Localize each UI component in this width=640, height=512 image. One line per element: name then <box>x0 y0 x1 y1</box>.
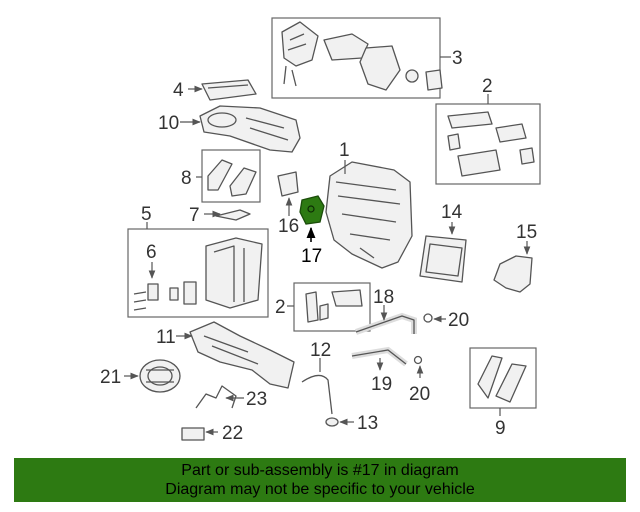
part-1-hvac-case <box>325 161 413 269</box>
callout-16: 16 <box>278 216 299 237</box>
part-14-heater-core <box>419 235 467 283</box>
callout-11: 11 <box>156 327 176 348</box>
callout-18: 18 <box>373 287 394 308</box>
callout-12: 12 <box>310 340 331 361</box>
part-21-blower-motor <box>139 359 181 393</box>
callout-8: 8 <box>181 168 192 189</box>
part-13-grommet <box>325 417 339 427</box>
part-2-seals-mid <box>305 289 363 323</box>
part-10-upper-case <box>199 105 301 153</box>
callout-20-upper: 20 <box>448 310 469 331</box>
part-12-tube <box>301 374 333 415</box>
callout-20-lower: 20 <box>409 384 430 405</box>
part-18-hose <box>355 312 417 335</box>
callout-23: 23 <box>246 389 267 410</box>
banner-line-2: Diagram may not be specific to your vehi… <box>165 481 475 498</box>
part-23-harness <box>195 385 237 409</box>
callout-15: 15 <box>516 222 537 243</box>
group-box-2-mid <box>293 282 371 332</box>
part-16 <box>277 171 299 197</box>
part-7 <box>215 209 251 221</box>
part-17-highlighted <box>299 195 325 225</box>
callout-19: 19 <box>371 374 392 395</box>
part-5-evaporator <box>205 237 263 309</box>
callout-5: 5 <box>141 204 152 225</box>
group-box-8 <box>201 149 261 203</box>
parts-diagram: 3 2 4 10 1 8 7 16 17 5 6 14 15 2 18 20 1… <box>100 17 541 444</box>
callout-2-top: 2 <box>482 76 493 97</box>
group-box-9 <box>469 347 537 409</box>
part-20-clip-b <box>413 355 423 365</box>
leader-lines <box>124 56 531 436</box>
callout-22: 22 <box>222 423 243 444</box>
info-banner: Part or sub-assembly is #17 in diagram D… <box>14 458 626 502</box>
part-9-seals <box>477 355 527 403</box>
callout-7: 7 <box>189 205 200 226</box>
part-3-ducts <box>281 21 443 91</box>
part-18-hose-outline <box>355 315 415 334</box>
callout-2-mid: 2 <box>275 297 286 318</box>
callout-4: 4 <box>173 80 184 101</box>
group-box-5 <box>127 228 269 318</box>
part-4-filter <box>201 79 257 101</box>
callout-17-highlighted: 17 <box>301 246 322 267</box>
callout-10: 10 <box>158 113 179 134</box>
part-6-valve-set <box>133 281 197 311</box>
callout-21: 21 <box>100 367 121 388</box>
callout-14: 14 <box>441 202 463 223</box>
callout-1: 1 <box>339 140 350 161</box>
part-22-connector <box>181 427 205 441</box>
banner-line-1: Part or sub-assembly is #17 in diagram <box>181 462 459 479</box>
callout-13: 13 <box>357 413 378 434</box>
part-15 <box>493 255 533 293</box>
callout-3: 3 <box>452 48 463 69</box>
callout-9: 9 <box>495 418 506 439</box>
part-19-hose-outline <box>351 349 407 365</box>
part-2-seals-top <box>447 111 535 177</box>
part-11-lower-case <box>189 321 295 389</box>
group-box-3 <box>271 17 441 99</box>
part-20-clip-a <box>423 313 433 323</box>
callout-6: 6 <box>146 242 157 263</box>
part-8-seals <box>207 159 257 197</box>
